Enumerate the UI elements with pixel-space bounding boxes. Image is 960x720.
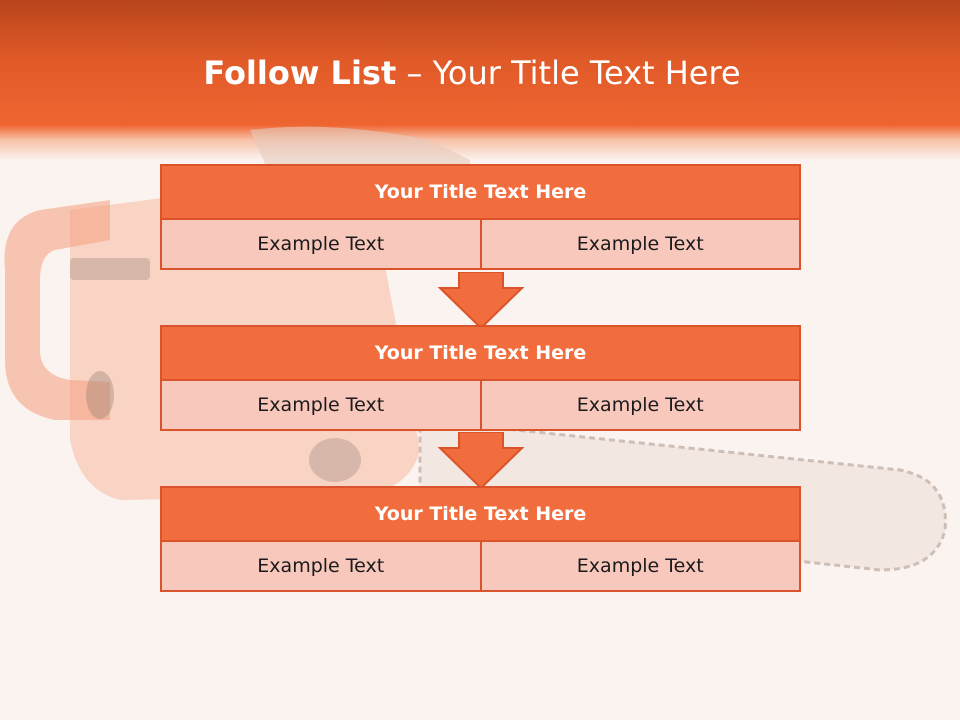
block-2-left-cell[interactable]: Example Text bbox=[160, 381, 482, 431]
slide-title: Follow List – Your Title Text Here bbox=[0, 54, 944, 92]
block-1-right-cell[interactable]: Example Text bbox=[481, 220, 801, 270]
list-block-2: Your Title Text Here Example Text Exampl… bbox=[160, 325, 801, 431]
block-2-title[interactable]: Your Title Text Here bbox=[160, 325, 801, 381]
block-2-row: Example Text Example Text bbox=[160, 381, 801, 431]
block-1-title[interactable]: Your Title Text Here bbox=[160, 164, 801, 220]
slide-title-bold: Follow List bbox=[203, 54, 397, 92]
list-block-1: Your Title Text Here Example Text Exampl… bbox=[160, 164, 801, 270]
block-3-left-cell[interactable]: Example Text bbox=[160, 542, 482, 592]
block-1-row: Example Text Example Text bbox=[160, 220, 801, 270]
slide-title-rest: – Your Title Text Here bbox=[396, 54, 741, 92]
block-1-left-cell[interactable]: Example Text bbox=[160, 220, 482, 270]
block-3-title[interactable]: Your Title Text Here bbox=[160, 486, 801, 542]
block-2-right-cell[interactable]: Example Text bbox=[481, 381, 801, 431]
down-arrow-icon bbox=[438, 432, 524, 490]
down-arrow-icon bbox=[438, 272, 524, 330]
slide-header bbox=[0, 0, 960, 160]
block-3-row: Example Text Example Text bbox=[160, 542, 801, 592]
list-block-3: Your Title Text Here Example Text Exampl… bbox=[160, 486, 801, 592]
block-3-right-cell[interactable]: Example Text bbox=[481, 542, 801, 592]
